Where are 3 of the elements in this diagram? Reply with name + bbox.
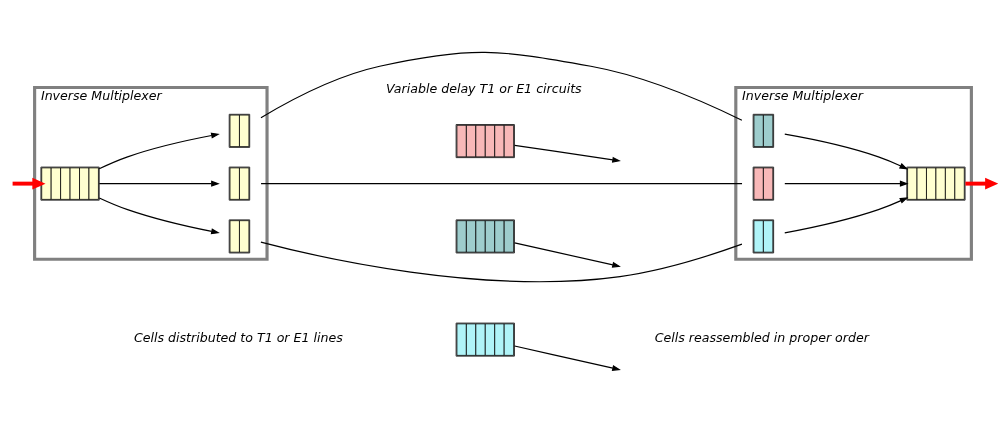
label: Cells reassembled in proper order — [654, 329, 869, 345]
label: Variable delay T1 or E1 circuits — [386, 80, 582, 96]
label: Cells distributed to T1 or E1 lines — [133, 329, 343, 345]
